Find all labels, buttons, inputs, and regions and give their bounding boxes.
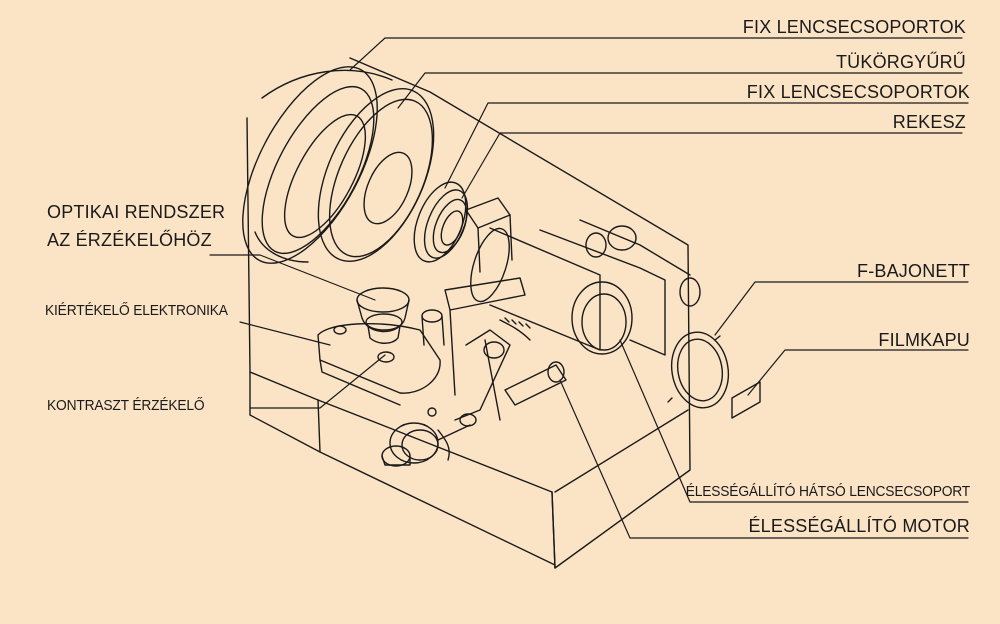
leader-optical-system xyxy=(209,254,376,301)
label-mirror-ring: TÜKÖRGYŰRŰ xyxy=(835,52,966,72)
label-optical-system-line1: OPTIKAI RENDSZER xyxy=(47,202,226,222)
label-film-gate: FILMKAPU xyxy=(878,330,970,350)
label-optical-system-line2: AZ ÉRZÉKELŐHÖZ xyxy=(47,230,212,250)
label-aperture: REKESZ xyxy=(892,112,966,132)
front-lens-barrel xyxy=(242,66,393,264)
label-contrast-sensor: KONTRASZT ÉRZÉKELŐ xyxy=(47,397,205,414)
evaluation-electronics-drawing xyxy=(317,309,445,406)
label-f-mount: F-BAJONETT xyxy=(857,261,970,281)
leader-fix-lens-2 xyxy=(444,102,969,189)
leader-aperture xyxy=(461,132,963,199)
leader-mirror-ring xyxy=(397,72,963,109)
label-focus-motor: ÉLESSÉGÁLLÍTÓ MOTOR xyxy=(748,516,970,536)
film-gate-drawing xyxy=(731,381,761,419)
leader-focus-rear xyxy=(619,339,969,503)
label-fix-lens-groups-1: FIX LENCSECSOPORTOK xyxy=(742,17,966,37)
leader-contrast-sensor xyxy=(249,354,386,409)
optical-system-drawing xyxy=(356,287,410,344)
leader-f-mount xyxy=(714,281,969,336)
label-fix-lens-groups-2: FIX LENCSECSOPORTOK xyxy=(746,82,970,102)
leader-focus-motor xyxy=(559,379,969,539)
lens-housing xyxy=(246,57,691,569)
label-focus-rear-lens-group: ÉLESSÉGÁLLÍTÓ HÁTSÓ LENCSECSOPORT xyxy=(685,483,971,500)
leader-lines xyxy=(209,37,969,539)
f-mount-drawing xyxy=(667,331,730,409)
rear-lens-group-drawing xyxy=(470,219,701,356)
leader-evaluation-electronics xyxy=(239,321,331,346)
fix-lens-group-drawing xyxy=(413,181,469,263)
leader-fix-lens-1 xyxy=(349,37,963,71)
focus-mechanism-drawing xyxy=(381,277,567,467)
mirror-ring-drawing xyxy=(317,88,435,262)
leader-film-gate xyxy=(747,349,969,396)
label-evaluation-electronics: KIÉRTÉKELŐ ELEKTRONIKA xyxy=(45,302,228,319)
